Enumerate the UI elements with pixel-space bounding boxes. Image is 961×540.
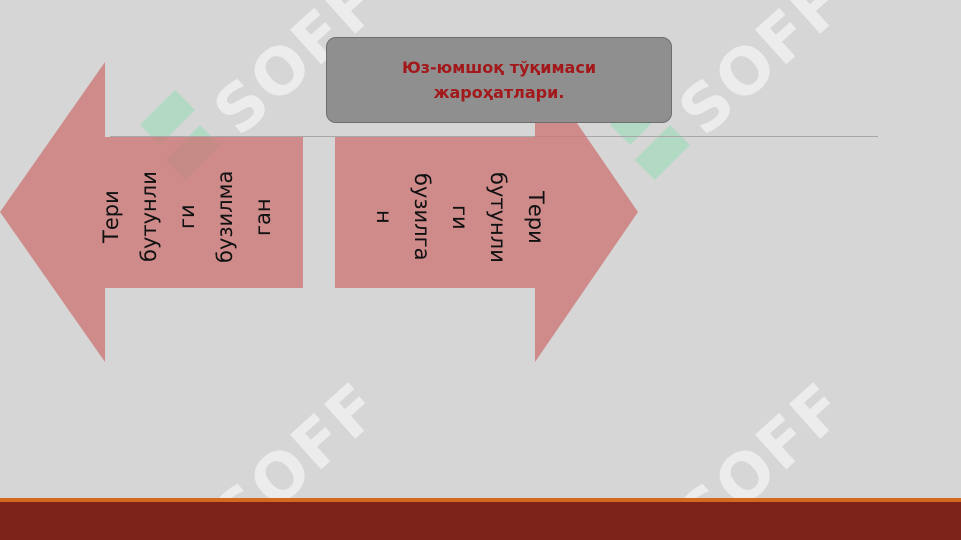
left-arrow-label: Тери бутунли ги бузилма ган [99,170,275,264]
right-arrow-shape [335,62,638,362]
title-box: Юз-юмшоқ тўқимаси жароҳатлари. [326,37,672,123]
footer-bar [0,502,961,540]
slide-title: Юз-юмшоқ тўқимаси жароҳатлари. [401,58,597,102]
left-arrow-shape [0,62,303,362]
right-arrow-label: Тери бутунли ги бузилга н [372,171,548,263]
horizontal-divider [110,136,878,137]
footer-accent-line [0,498,961,502]
